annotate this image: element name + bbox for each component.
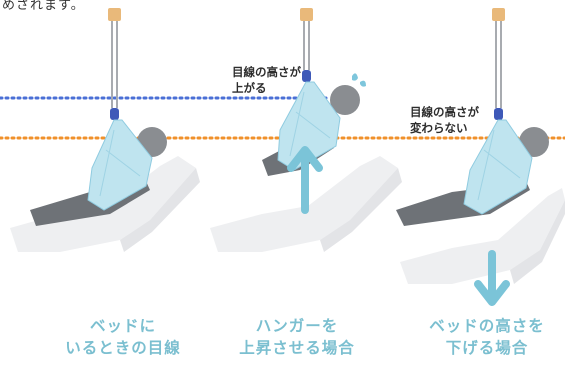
- caption-line: 下げる場合: [445, 339, 529, 357]
- note-line: 上がる: [232, 81, 267, 95]
- ceiling-mount-icon: [300, 8, 313, 21]
- sling: [87, 119, 153, 211]
- caption-line: ベッドに: [89, 317, 156, 335]
- bed: [10, 156, 196, 252]
- note-line: 目線の高さが: [410, 105, 479, 119]
- note-line: 変わらない: [410, 121, 468, 135]
- caption-line: ベッドの高さを: [429, 317, 545, 335]
- sweat-drops-icon: [352, 73, 366, 87]
- panel-2-figure: [210, 8, 402, 252]
- head: [330, 85, 360, 115]
- ceiling-mount-icon: [108, 8, 121, 21]
- caption-panel-3: ベッドの高さを 下げる場合: [412, 315, 562, 359]
- bed: [400, 188, 565, 284]
- caption-panel-2: ハンガーを 上昇させる場合: [222, 315, 372, 359]
- top-fragment-text: めされます。: [2, 0, 85, 13]
- caption-line: ハンガーを: [255, 317, 339, 335]
- caption-line: いるときの目線: [65, 339, 181, 357]
- down-arrow-icon: [474, 250, 510, 306]
- caption-line: 上昇させる場合: [239, 339, 355, 357]
- caption-panel-1: ベッドに いるときの目線: [48, 315, 198, 359]
- ceiling-mount-icon: [492, 8, 505, 21]
- sling: [463, 119, 533, 215]
- bed: [210, 156, 398, 252]
- panel-3-figure: [396, 8, 565, 306]
- panel-1-figure: [10, 8, 200, 252]
- note-eye-level-rises: 目線の高さが 上がる: [232, 64, 301, 96]
- note-line: 目線の高さが: [232, 65, 301, 79]
- note-eye-level-unchanged: 目線の高さが 変わらない: [410, 104, 479, 136]
- up-arrow-icon: [287, 146, 323, 214]
